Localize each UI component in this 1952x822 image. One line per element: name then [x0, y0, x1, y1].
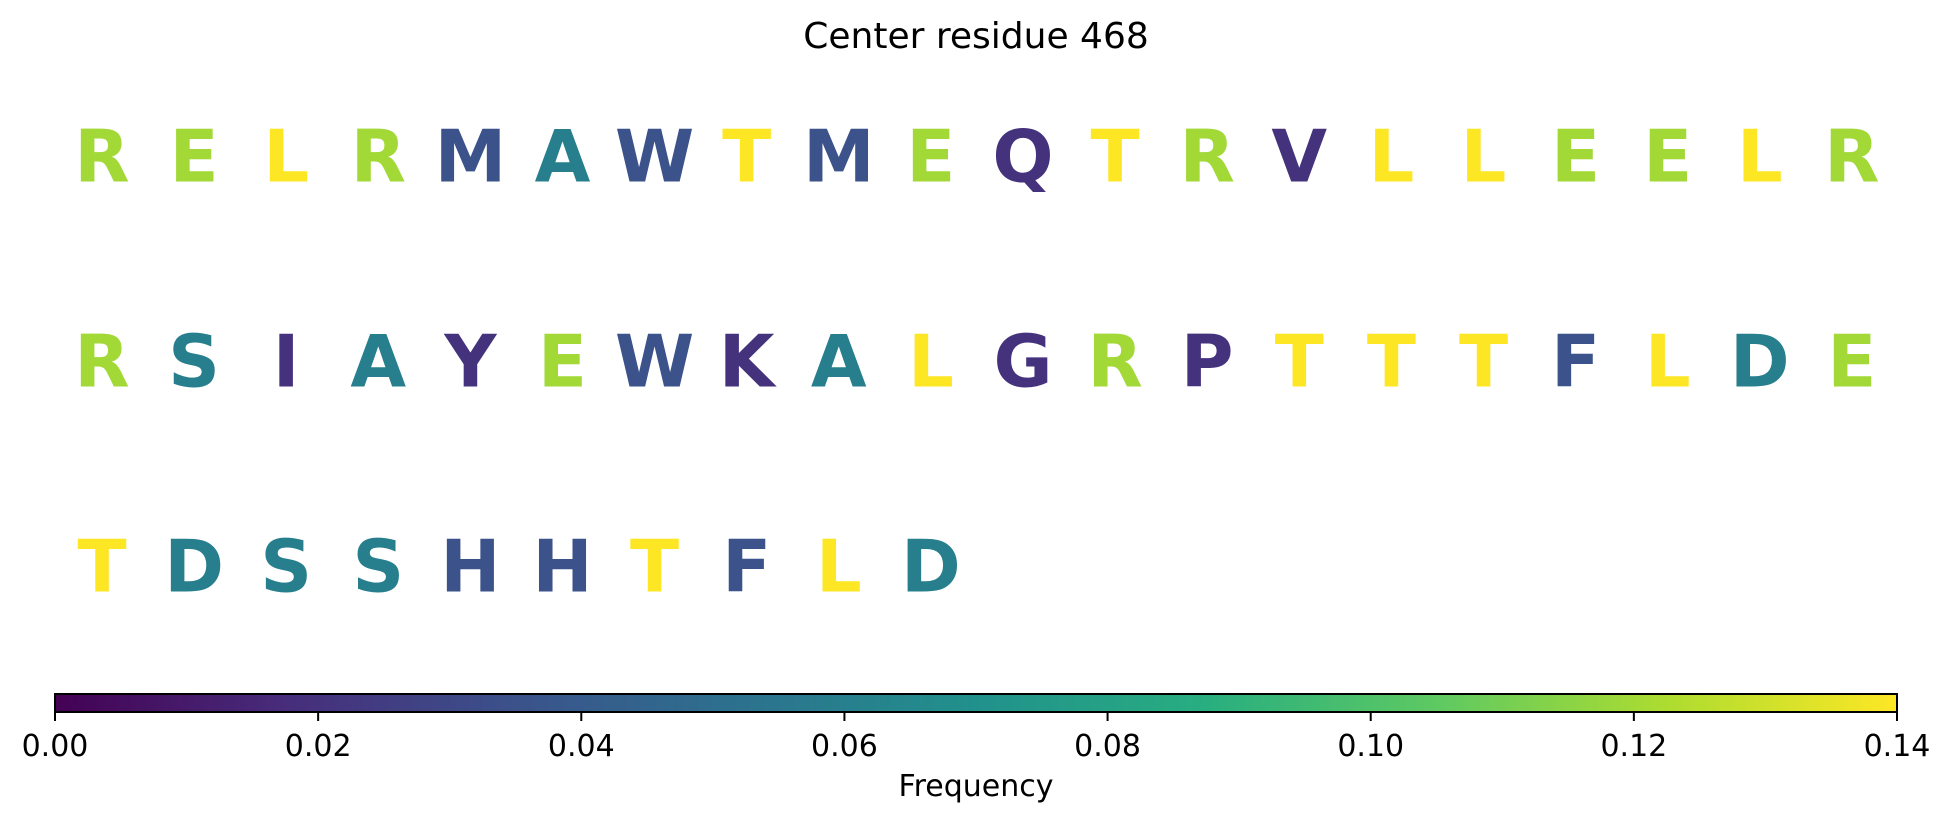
colorbar-tick-label: 0.14 — [1864, 729, 1931, 764]
colorbar: 0.00 0.02 0.04 0.06 0.08 0.10 0.12 0.14 Frequen… — [22, 693, 1931, 804]
residue-letter: S — [168, 320, 220, 404]
residue-letter: L — [1645, 320, 1691, 404]
residue-letter: E — [170, 115, 219, 199]
residue-letter: L — [908, 320, 954, 404]
residue-letter: T — [1367, 320, 1416, 404]
residue-letter: H — [440, 525, 500, 609]
residue-letter: M — [435, 115, 507, 199]
residue-letter: Y — [443, 320, 497, 404]
residue-letter: E — [538, 320, 587, 404]
residue-letter: D — [164, 525, 224, 609]
residue-letter: A — [535, 115, 591, 199]
residue-letter: F — [722, 525, 771, 609]
residue-letter: L — [1737, 115, 1783, 199]
residue-letter: R — [1824, 115, 1879, 199]
residue-letter: K — [719, 320, 777, 404]
residue-letter: L — [1368, 115, 1414, 199]
colorbar-label: Frequency — [899, 769, 1054, 804]
colorbar-tick-label: 0.10 — [1337, 729, 1404, 764]
chart-title: Center residue 468 — [803, 16, 1149, 57]
residue-letter: V — [1271, 115, 1327, 199]
residue-letter: R — [74, 320, 129, 404]
residue-letter: E — [1827, 320, 1876, 404]
residue-letter: D — [901, 525, 961, 609]
residue-letter: A — [350, 320, 406, 404]
residue-letter: H — [532, 525, 592, 609]
residue-letter: L — [263, 115, 309, 199]
colorbar-tick-label: 0.02 — [285, 729, 352, 764]
residue-letter: T — [77, 525, 126, 609]
residue-letter: S — [260, 525, 312, 609]
colorbar-tick-label: 0.04 — [548, 729, 615, 764]
colorbar-tick-label: 0.08 — [1074, 729, 1141, 764]
colorbar-ticks: 0.00 0.02 0.04 0.06 0.08 0.10 0.12 0.14 — [22, 712, 1931, 764]
residue-letter: Q — [992, 115, 1053, 199]
colorbar-gradient — [54, 693, 1898, 713]
residue-letter: T — [722, 115, 771, 199]
residue-letter: E — [1551, 115, 1600, 199]
residue-letter: P — [1181, 320, 1234, 404]
residue-letter: E — [1643, 115, 1692, 199]
residue-letter: R — [1087, 320, 1142, 404]
residue-letter: S — [352, 525, 404, 609]
residue-letter: L — [1461, 115, 1507, 199]
residue-letter: E — [906, 115, 955, 199]
residue-letter: T — [1091, 115, 1140, 199]
residue-letter: R — [1179, 115, 1234, 199]
colorbar-tick-label: 0.06 — [811, 729, 878, 764]
residue-letter: R — [351, 115, 406, 199]
residue-letter: R — [74, 115, 129, 199]
colorbar-tick-label: 0.00 — [22, 729, 89, 764]
residue-letter: A — [811, 320, 867, 404]
colorbar-tick-label: 0.12 — [1600, 729, 1667, 764]
residue-letter: F — [1551, 320, 1600, 404]
residue-letter: T — [1275, 320, 1324, 404]
residue-letter: T — [630, 525, 679, 609]
residue-letter: I — [273, 320, 300, 404]
residue-letter: W — [615, 320, 694, 404]
residue-letter: G — [993, 320, 1052, 404]
residue-letter: M — [803, 115, 875, 199]
residue-letter: L — [816, 525, 862, 609]
residue-letter: D — [1730, 320, 1790, 404]
residue-letter: W — [615, 115, 694, 199]
residue-letter: T — [1459, 320, 1508, 404]
